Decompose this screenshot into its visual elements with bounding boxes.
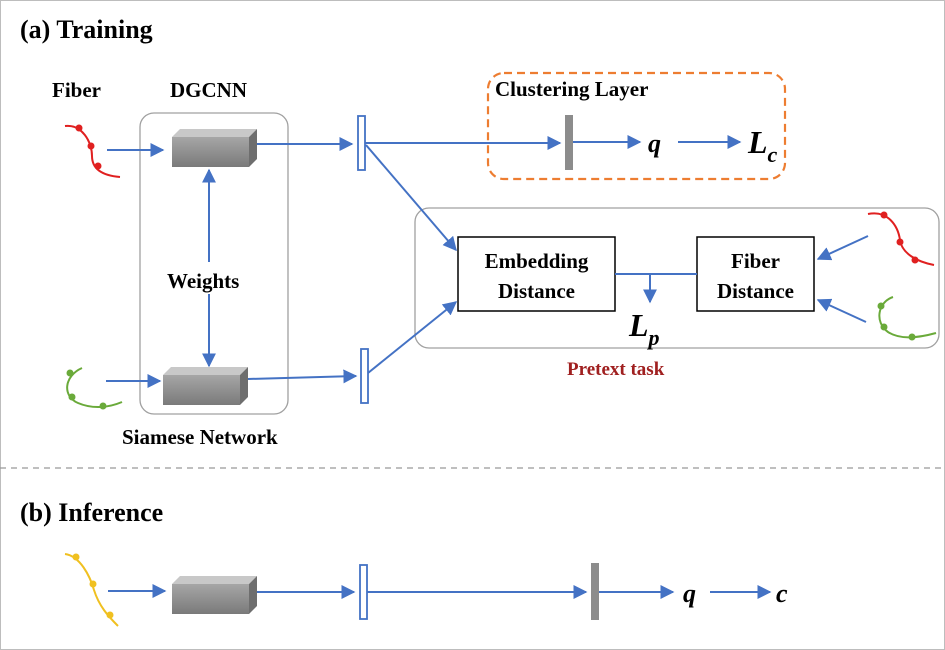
lp-label: Lp (628, 307, 660, 350)
dgcnn-bottom-output-arrow (247, 369, 358, 384)
embedding-distance-line1: Embedding (485, 249, 589, 273)
training-title: (a) Training (20, 15, 153, 44)
green-fiber-input (66, 367, 123, 410)
pretext-task-box (414, 207, 940, 349)
c-label-inference: c (776, 579, 788, 608)
dgcnn-block-inference (172, 576, 257, 614)
clustering-layer-box (486, 71, 787, 181)
lc-label: Lc (747, 124, 778, 167)
weights-label: Weights (167, 269, 239, 293)
inference-embedding-vector (359, 564, 368, 620)
siamese-network-box (139, 112, 289, 415)
embedding-vector-top (357, 115, 366, 171)
inference-title: (b) Inference (20, 498, 163, 527)
embedding-distance-line2: Distance (498, 279, 575, 303)
lc-main: L (747, 124, 768, 160)
fiber-distance-line2: Distance (717, 279, 794, 303)
yellow-fiber-input (64, 553, 119, 627)
siamese-network-label: Siamese Network (122, 425, 278, 449)
pretext-task-label: Pretext task (567, 359, 665, 380)
bottom-embedding-to-distance-arrow (367, 301, 458, 374)
top-embedding-to-distance-arrow (365, 144, 457, 252)
clustering-layer-bar (565, 115, 573, 170)
fiber-distance-line1: Fiber (731, 249, 780, 273)
lc-sub: c (768, 142, 778, 167)
q-label-inference: q (683, 579, 696, 608)
embedding-distance-box (457, 236, 616, 312)
dgcnn-block-bottom (163, 367, 248, 405)
red-fiber-input (64, 124, 121, 178)
green-fiber-to-fiber-distance-arrow (816, 298, 867, 323)
green-fiber-pretext (877, 296, 937, 341)
embedding-vector-bottom (360, 348, 369, 404)
lp-main: L (628, 307, 649, 343)
inference-clustering-bar (591, 563, 599, 620)
lp-sub: p (647, 325, 660, 350)
dgcnn-block-top (172, 129, 257, 167)
q-label-training: q (648, 129, 661, 158)
fiber-label: Fiber (52, 78, 101, 102)
dgcnn-label: DGCNN (170, 78, 247, 102)
red-fiber-to-fiber-distance-arrow (816, 235, 869, 261)
clustering-layer-label: Clustering Layer (495, 77, 648, 101)
red-fiber-pretext (867, 211, 935, 266)
